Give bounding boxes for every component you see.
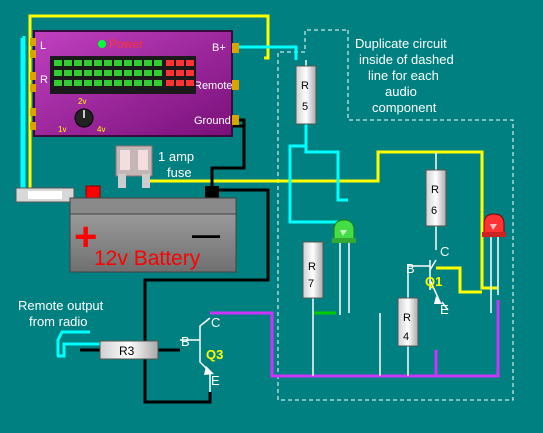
terminal-remote (232, 80, 239, 90)
note-line4: audio (385, 84, 417, 99)
remote-input: Remote output from radio (18, 298, 104, 356)
resistor-r4: R 4 (397, 297, 419, 347)
resistor-r6-label-a: R (431, 184, 439, 196)
resistor-r5: R 5 (295, 65, 317, 125)
battery-minus-symbol: — (192, 219, 220, 250)
note-line2: inside of dashed (359, 52, 454, 67)
inline-fuse-holder (15, 187, 75, 203)
terminal-right-1 (30, 72, 36, 80)
resistor-r6: R 6 (425, 169, 447, 227)
battery-negative-terminal (205, 186, 219, 198)
resistor-r5-label-b: 5 (302, 101, 308, 113)
terminal-left-2 (30, 50, 36, 58)
fuse-label-line2: fuse (167, 165, 192, 180)
q3-collector-label: C (211, 315, 220, 330)
terminal-left-1 (30, 38, 36, 46)
fuse-label-line1: 1 amp (158, 149, 194, 164)
note-line1: Duplicate circuit (355, 36, 447, 51)
amp-bplus-label: B+ (212, 42, 226, 54)
knob-low-label: 1v (58, 125, 66, 134)
q1-collector-label: C (440, 244, 449, 259)
battery-positive-terminal (85, 185, 101, 199)
knob-mid-label: 2v (78, 97, 86, 106)
note-line3: line for each (368, 68, 439, 83)
amp-left-label: L (40, 40, 46, 52)
duplicate-note: Duplicate circuit inside of dashed line … (355, 36, 454, 115)
remote-input-line2: from radio (29, 314, 88, 329)
q1-emitter-label: E (440, 302, 449, 317)
knob-high-label: 4v (97, 125, 105, 134)
red-led-icon (482, 213, 506, 237)
battery-plus-symbol: + (74, 215, 97, 259)
green-led-icon (332, 219, 356, 243)
black-wires (80, 118, 270, 404)
q1-base-label: B (406, 261, 415, 276)
amp-right-label: R (40, 74, 48, 86)
resistor-r5-label-a: R (301, 80, 309, 92)
remote-input-line1: Remote output (18, 298, 104, 313)
battery-label: 12v Battery (94, 247, 201, 270)
terminal-right-2 (30, 84, 36, 92)
terminal-ground (232, 115, 239, 125)
transistor-q1: C B Q1 E (406, 244, 449, 317)
duplicate-circuit-dashed-region (277, 29, 514, 401)
amp-remote-label: Remote (194, 80, 233, 92)
resistor-r3-label: R3 (119, 344, 135, 358)
resistor-r6-label-b: 6 (431, 205, 437, 217)
q1-name-label: Q1 (425, 274, 442, 289)
power-led-icon (98, 40, 106, 48)
amp-ground-label: Ground (194, 115, 231, 127)
battery: + — 12v Battery (69, 185, 237, 273)
amplifier: L R Power B+ Remote Ground 1v 2v 4v (30, 30, 239, 137)
level-meter (50, 56, 196, 94)
resistor-r3: R3 (99, 340, 159, 360)
amp-power-label: Power (109, 37, 143, 51)
resistor-r7-label-b: 7 (308, 278, 314, 290)
q3-base-label: B (181, 334, 190, 349)
terminal-input-2 (30, 122, 36, 130)
fuse: 1 amp fuse (115, 145, 194, 188)
note-line5: component (372, 100, 437, 115)
magenta-wires (210, 300, 500, 378)
resistor-r7-label-a: R (308, 261, 316, 273)
resistor-r4-label-a: R (403, 312, 411, 324)
terminal-input-1 (30, 108, 36, 116)
terminal-bplus (232, 43, 239, 53)
transistor-q3: C B Q3 E (181, 315, 223, 388)
resistor-r4-label-b: 4 (403, 331, 409, 343)
q3-emitter-label: E (211, 373, 220, 388)
q3-name-label: Q3 (206, 347, 223, 362)
resistor-r7: R 7 (302, 241, 324, 299)
